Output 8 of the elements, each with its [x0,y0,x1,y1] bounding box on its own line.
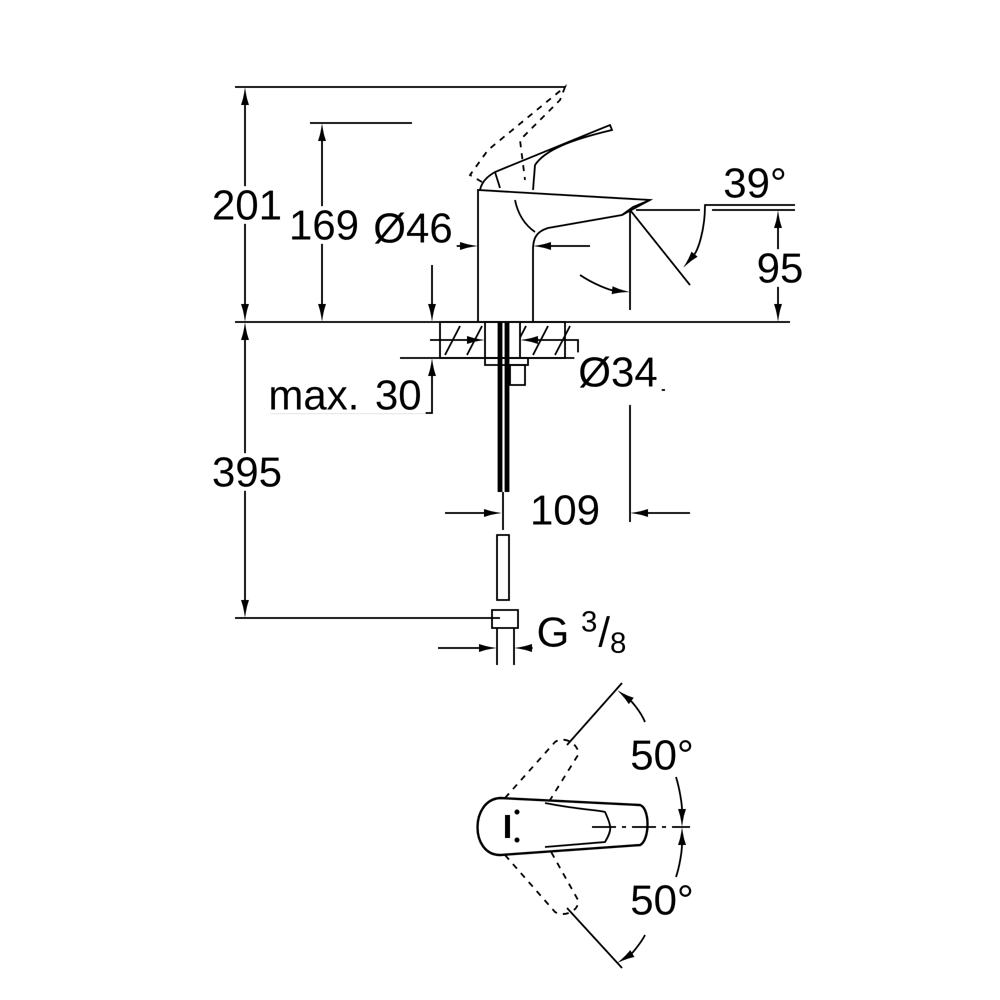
dimension-label: 50° [626,881,698,919]
dimension-label: 50° [626,736,698,774]
dimension-label: 39° [719,164,791,202]
dimension-label: 95 [752,249,808,287]
dimension-label: 109 [526,491,604,529]
dimension-label: 395 [208,453,286,491]
dimension-label: 201 [208,186,286,224]
dimension-label: 169 [284,206,364,244]
